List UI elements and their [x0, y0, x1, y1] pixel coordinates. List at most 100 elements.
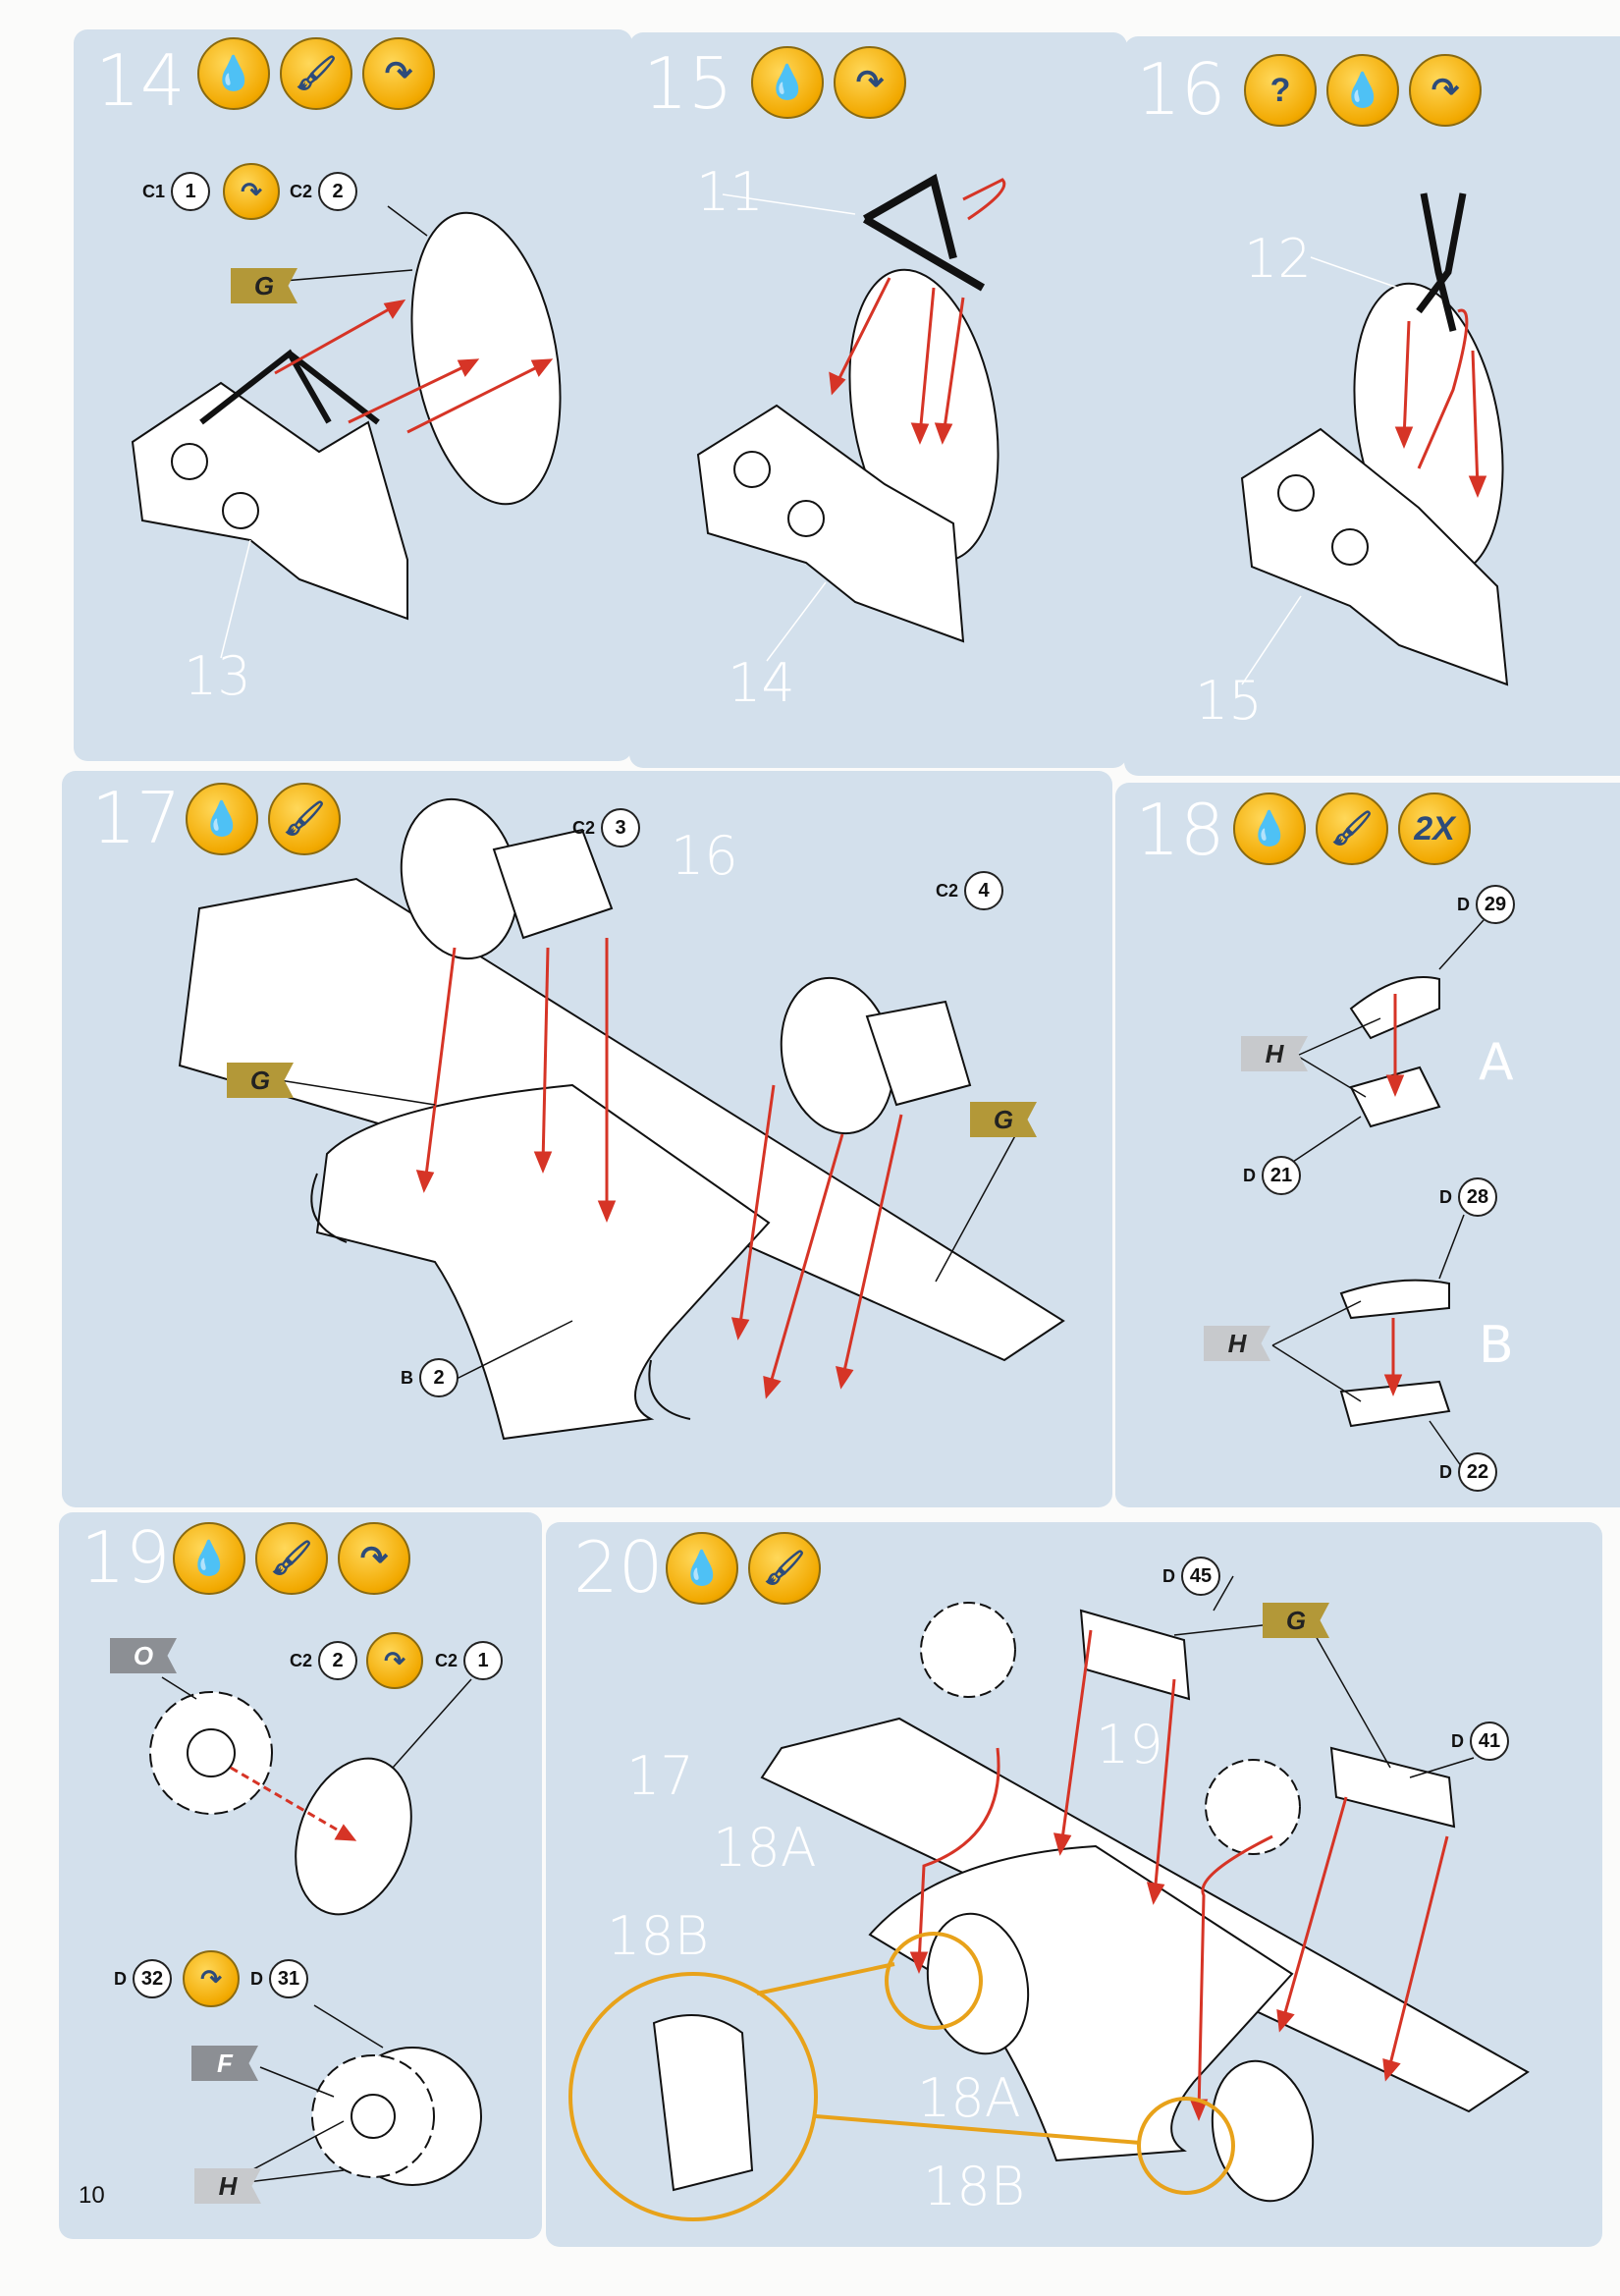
- turn-over-icon: ↷: [223, 163, 280, 220]
- assembly-label: 18A: [713, 1817, 817, 1879]
- color-flag: H: [1241, 1036, 1308, 1071]
- part-number: 1: [171, 172, 211, 211]
- color-flag: G: [970, 1102, 1037, 1137]
- color-flag: F: [191, 2046, 258, 2081]
- step-20-illustration: [568, 1575, 1530, 2221]
- assembly-label: 15: [1195, 670, 1263, 732]
- assembly-label: 18A: [917, 2067, 1021, 2129]
- step-19-illustration: [149, 1676, 482, 2186]
- part-number: 3: [601, 808, 641, 847]
- variant-label: B: [1479, 1316, 1514, 1375]
- glue-icon: 💧: [186, 783, 258, 855]
- part-number: 41: [1470, 1722, 1509, 1761]
- part-number: 31: [269, 1959, 308, 1998]
- sprue-label: D: [1439, 1461, 1452, 1482]
- step-15-illustration: [696, 173, 1006, 662]
- assembly-label: 19: [1096, 1714, 1163, 1776]
- sprue-label: C2: [435, 1650, 459, 1670]
- color-flag: H: [194, 2168, 261, 2204]
- assembly-label: 12: [1244, 228, 1312, 290]
- part-number: 45: [1181, 1557, 1220, 1596]
- color-flag: H: [1204, 1326, 1270, 1361]
- sprue-label: C2: [290, 1650, 313, 1670]
- step-number: 14: [95, 39, 186, 122]
- paint-icon: 🖌: [748, 1532, 821, 1605]
- sprue-label: D: [114, 1968, 127, 1989]
- sprue-label: D: [1457, 894, 1470, 914]
- part-callout: D 41: [1451, 1722, 1509, 1761]
- step-16-panel: 16 ? 💧 ↷ 12 15: [1124, 36, 1620, 776]
- assembly-label: 11: [696, 161, 764, 223]
- step-16-illustration: [1240, 192, 1509, 686]
- page-number: 10: [79, 2182, 105, 2209]
- step-number: 16: [1136, 48, 1226, 131]
- assembly-label: 13: [184, 645, 251, 707]
- paint-icon: 🖌: [255, 1522, 328, 1595]
- part-number: 29: [1476, 885, 1515, 924]
- sprue-label: C2: [572, 817, 596, 838]
- step-20-panel: 20 💧 🖌 D 45 G D 41 17 19 18A 18B 18A 18B: [546, 1522, 1602, 2247]
- step-number: 15: [643, 42, 733, 125]
- paint-icon: 🖌: [268, 783, 341, 855]
- part-number: 2: [318, 1641, 358, 1680]
- sprue-label: D: [250, 1968, 263, 1989]
- part-callout: D 31: [250, 1959, 308, 1998]
- color-flag: G: [227, 1063, 294, 1098]
- sprue-label: D: [1451, 1730, 1464, 1751]
- step-number: 17: [91, 777, 182, 859]
- step-number: 20: [573, 1526, 664, 1609]
- glue-icon: 💧: [751, 46, 824, 119]
- glue-icon: 💧: [1326, 54, 1399, 127]
- part-number: 21: [1262, 1156, 1301, 1195]
- turn-over-icon: ↷: [366, 1632, 423, 1689]
- turn-over-icon: ↷: [362, 37, 435, 110]
- sprue-label: C2: [290, 181, 313, 201]
- step-number: 18: [1135, 789, 1225, 871]
- glue-icon: 💧: [173, 1522, 245, 1595]
- part-callout: D 32: [114, 1959, 172, 1998]
- assembly-label: 18B: [923, 2156, 1026, 2217]
- assembly-label: 18B: [607, 1905, 710, 1967]
- part-callout: D 28: [1439, 1177, 1497, 1217]
- color-flag: O: [110, 1638, 177, 1673]
- sprue-label: D: [1243, 1165, 1256, 1185]
- part-number: 28: [1458, 1177, 1497, 1217]
- sprue-label: C1: [142, 181, 166, 201]
- turn-over-icon: ↷: [183, 1950, 240, 2007]
- part-number: 22: [1458, 1452, 1497, 1492]
- part-number: 1: [463, 1641, 504, 1680]
- assembly-label: 17: [626, 1745, 694, 1807]
- part-callout: D 45: [1162, 1557, 1220, 1596]
- part-callout: D 22: [1439, 1452, 1497, 1492]
- sprue-label: D: [1162, 1565, 1175, 1586]
- part-number: 32: [133, 1959, 172, 1998]
- glue-icon: 💧: [1233, 793, 1306, 865]
- color-flag: G: [1263, 1603, 1329, 1638]
- part-number: 4: [964, 871, 1004, 910]
- part-number: 2: [419, 1358, 459, 1397]
- step-15-panel: 15 💧 ↷ 11 14: [629, 32, 1127, 768]
- turn-over-icon: ↷: [338, 1522, 410, 1595]
- sprue-label: C2: [936, 880, 959, 901]
- glue-icon: 💧: [666, 1532, 738, 1605]
- color-flag: G: [231, 268, 297, 303]
- part-number: 2: [318, 172, 358, 211]
- sprue-label: B: [401, 1367, 413, 1388]
- step-17-illustration: [178, 797, 1065, 1441]
- turn-over-icon: ↷: [834, 46, 906, 119]
- part-callout: D 21: [1243, 1156, 1301, 1195]
- sprue-label: D: [1439, 1186, 1452, 1207]
- step-14-illustration: [131, 205, 562, 659]
- assembly-label: 16: [671, 825, 738, 887]
- paint-icon: 🖌: [280, 37, 352, 110]
